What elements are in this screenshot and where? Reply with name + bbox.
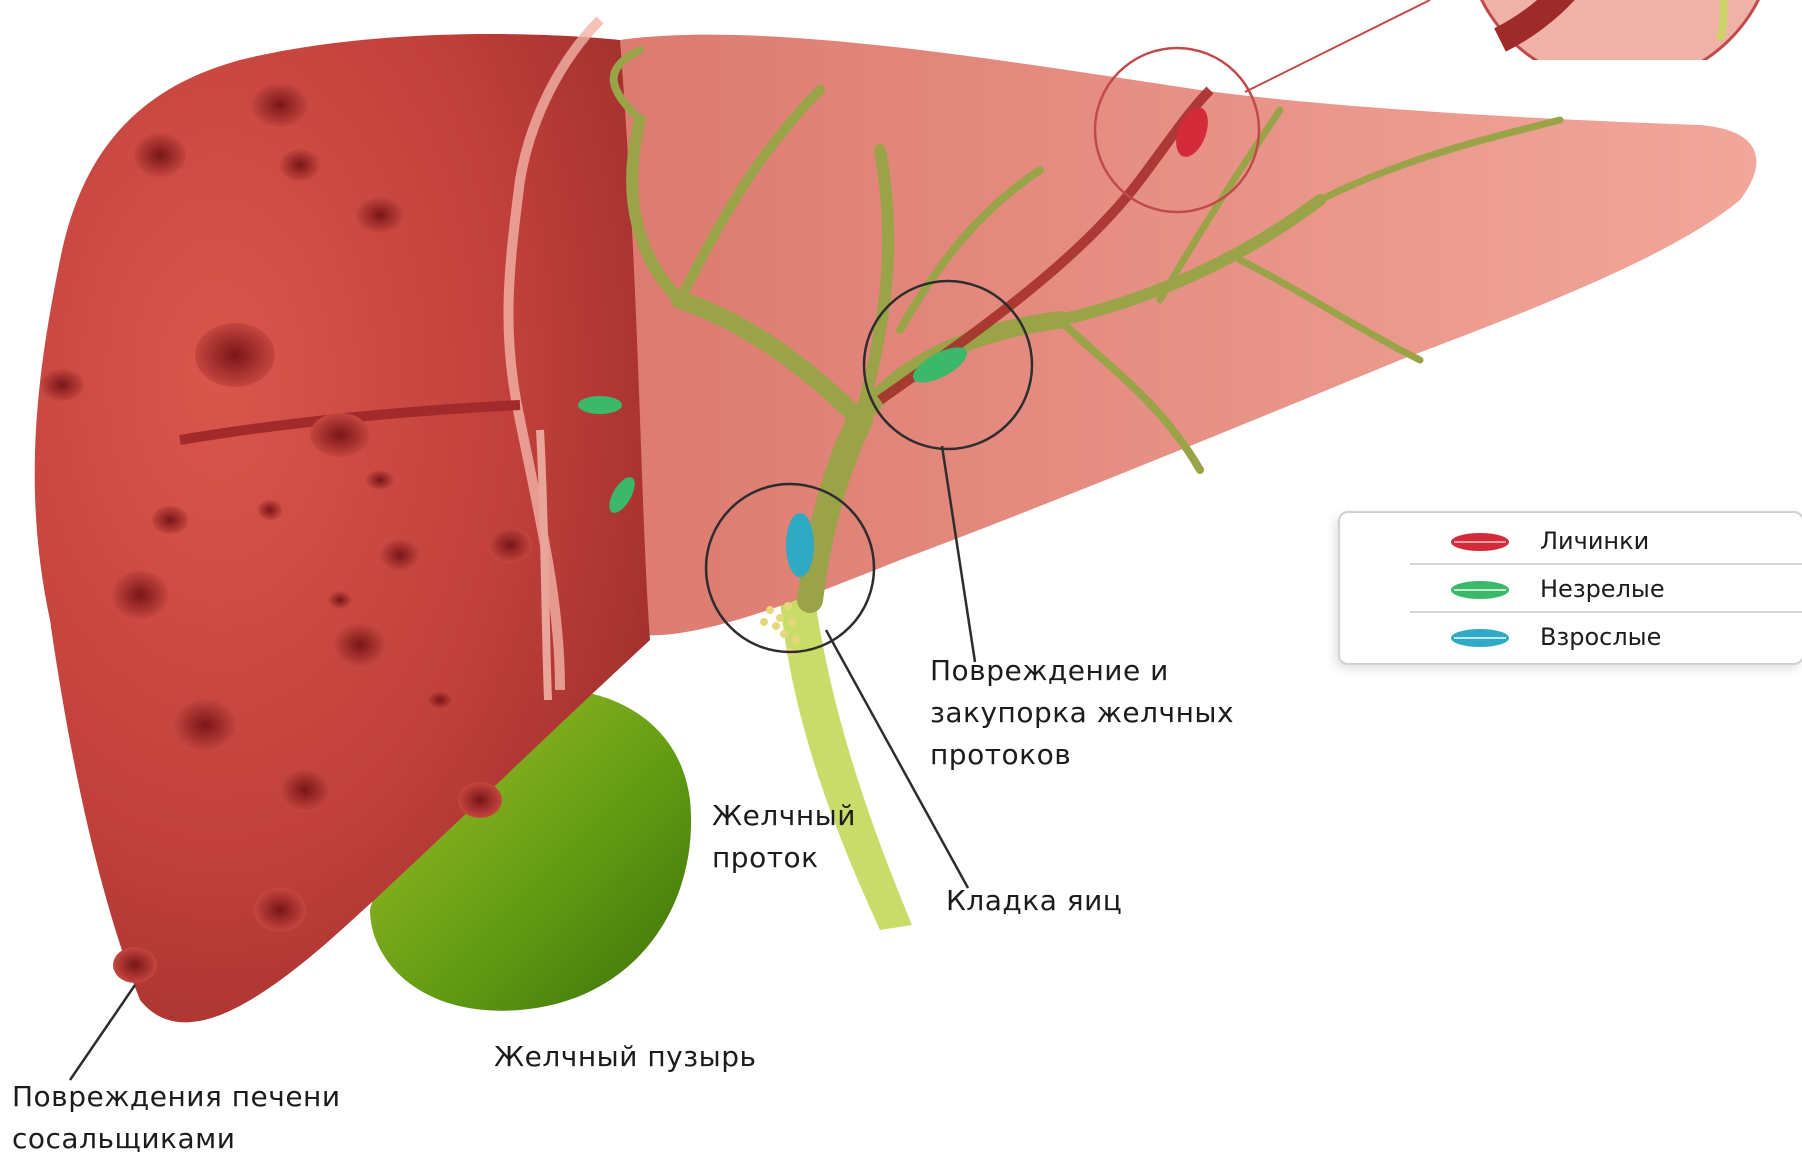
label-liver-damage: Повреждения печени сосальщиками [12, 1076, 341, 1160]
legend-label: Незрелые [1540, 569, 1665, 609]
legend-label: Взрослые [1540, 617, 1661, 657]
zoom-connector [1245, 0, 1430, 92]
blue-adult-icon [1450, 627, 1510, 649]
legend-item-immature: Незрелые [1340, 565, 1802, 613]
legend: Личинки Незрелые Взрослые [1338, 511, 1802, 665]
common-bile-duct [780, 600, 912, 930]
label-gallbladder: Желчный пузырь [494, 1036, 757, 1078]
leader-liver-damage [70, 985, 135, 1080]
legend-label: Личинки [1540, 521, 1649, 561]
red-larva-icon [1450, 531, 1510, 553]
legend-item-larva: Личинки [1340, 517, 1802, 565]
label-duct-damage: Повреждение и закупорка желчных протоков [930, 650, 1234, 776]
legend-item-adult: Взрослые [1340, 613, 1802, 661]
green-immature-icon [1450, 579, 1510, 601]
zoom-bubble [1465, 0, 1775, 85]
label-bile-duct: Желчный проток [712, 795, 856, 879]
label-eggs: Кладка яиц [946, 880, 1122, 922]
